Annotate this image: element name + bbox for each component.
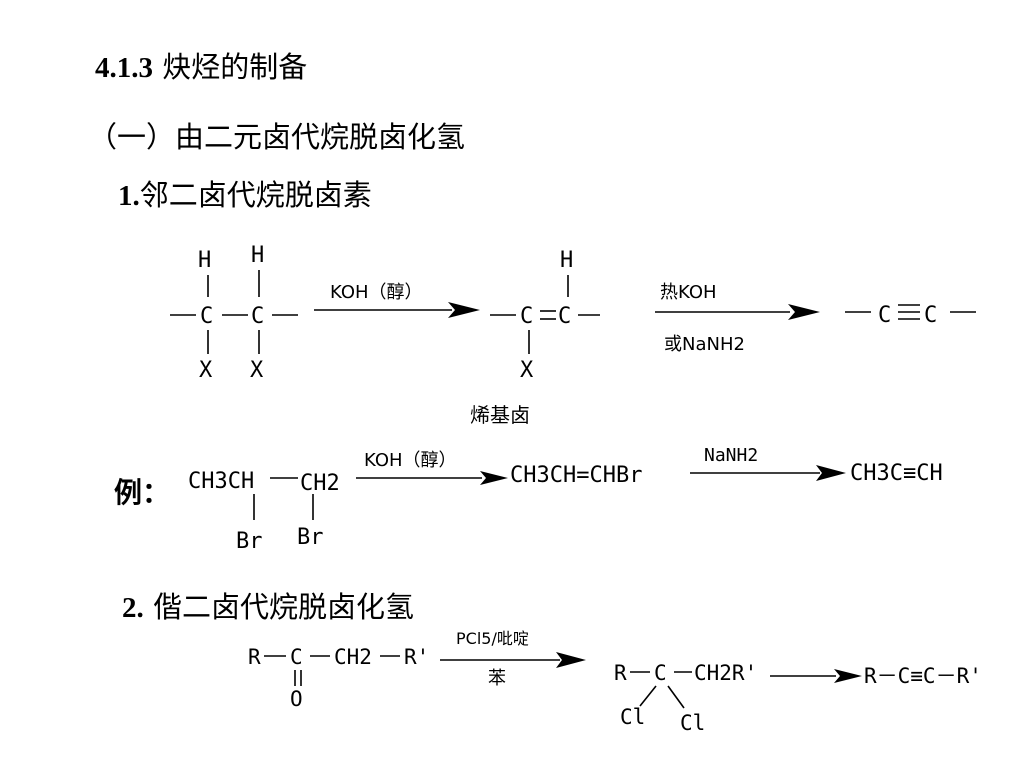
scheme1-arrow1: KOH（醇） xyxy=(314,282,480,318)
dihalide-ch2r: CH2R' xyxy=(694,661,757,685)
method2-number: 2. xyxy=(122,592,144,624)
reactant-x1: X xyxy=(199,358,213,383)
subsection-heading: （一）由二元卤代烷脱卤化氢 xyxy=(88,120,466,154)
section-title: 炔烃的制备 xyxy=(162,50,308,84)
reactant-c2: C xyxy=(251,304,264,329)
intermediate-h: H xyxy=(560,248,573,273)
section-heading: 4.1.3 炔烃的制备 xyxy=(95,44,307,86)
reactant-x2: X xyxy=(250,358,264,383)
method1-heading: 1.邻二卤代烷脱卤素 xyxy=(118,172,372,214)
reagent-nanh2: 或NaNH2 xyxy=(664,334,745,355)
intermediate-x: X xyxy=(520,358,534,383)
arrowhead-icon xyxy=(556,652,586,668)
example-product: CH3C≡CH xyxy=(850,461,943,486)
reagent-hot-koh: 热KOH xyxy=(660,282,717,303)
alkyne-c1: C xyxy=(878,303,891,328)
dihalide-cl2: Cl xyxy=(680,711,705,735)
scheme2: R C CH2 R' O PCl5/吡啶 苯 R C CH2R' Cl Cl R… xyxy=(248,629,982,735)
scheme1-reactant: H H C C X X xyxy=(170,243,298,383)
ketone-r: R xyxy=(248,645,261,669)
example-intermediate: CH3CH=CHBr xyxy=(510,463,642,488)
alkyne-c2: C xyxy=(924,303,937,328)
intermediate-c2: C xyxy=(558,304,571,329)
arrowhead-icon xyxy=(788,304,820,320)
section-number: 4.1.3 xyxy=(95,52,153,84)
method2-heading: 2. 偕二卤代烷脱卤化氢 xyxy=(122,584,414,626)
ketone-o: O xyxy=(290,687,303,711)
scheme1-arrow2: 热KOH 或NaNH2 xyxy=(655,282,820,355)
arrowhead-icon xyxy=(480,471,508,485)
bond xyxy=(639,685,657,707)
example-reactant-right: CH2 xyxy=(300,471,340,496)
example-scheme: 例： CH3CH CH2 Br Br KOH（醇） CH3CH=CHBr NaN… xyxy=(114,445,943,554)
arrowhead-icon xyxy=(834,669,862,683)
ketone-c: C xyxy=(290,645,303,669)
dihalide-r: R xyxy=(614,661,627,685)
example-br2: Br xyxy=(297,525,324,550)
example-label: 例： xyxy=(114,476,170,509)
ketone-ch2: CH2 xyxy=(334,645,372,669)
example-reactant-left: CH3CH xyxy=(188,469,254,494)
reactant-h2: H xyxy=(251,243,264,268)
method1-number: 1. xyxy=(118,180,140,212)
vinyl-halide-label: 烯基卤 xyxy=(470,403,530,427)
reagent-pcl5-pyridine: PCl5/吡啶 xyxy=(456,629,529,648)
scheme1-intermediate: H C C X 烯基卤 xyxy=(470,248,600,427)
reagent-koh-alcohol: KOH（醇） xyxy=(330,282,423,303)
method2-title: 偕二卤代烷脱卤化氢 xyxy=(152,590,414,624)
example-reagent2: NaNH2 xyxy=(704,445,758,466)
arrowhead-icon xyxy=(448,302,480,318)
dihalide-c: C xyxy=(654,661,667,685)
example-br1: Br xyxy=(236,529,263,554)
reagent-benzene: 苯 xyxy=(488,668,506,689)
reactant-c1: C xyxy=(200,304,213,329)
method1-title: 邻二卤代烷脱卤素 xyxy=(139,178,372,212)
scheme1-product: C C xyxy=(845,303,976,328)
arrowhead-icon xyxy=(816,465,846,481)
dihalide-cl1: Cl xyxy=(620,705,645,729)
intermediate-c1: C xyxy=(520,304,533,329)
reactant-h1: H xyxy=(198,248,211,273)
scheme2-product: R－C≡C－R' xyxy=(864,664,982,688)
ketone-rprime: R' xyxy=(404,645,429,669)
example-reagent1: KOH（醇） xyxy=(364,450,457,471)
bond xyxy=(667,685,685,709)
